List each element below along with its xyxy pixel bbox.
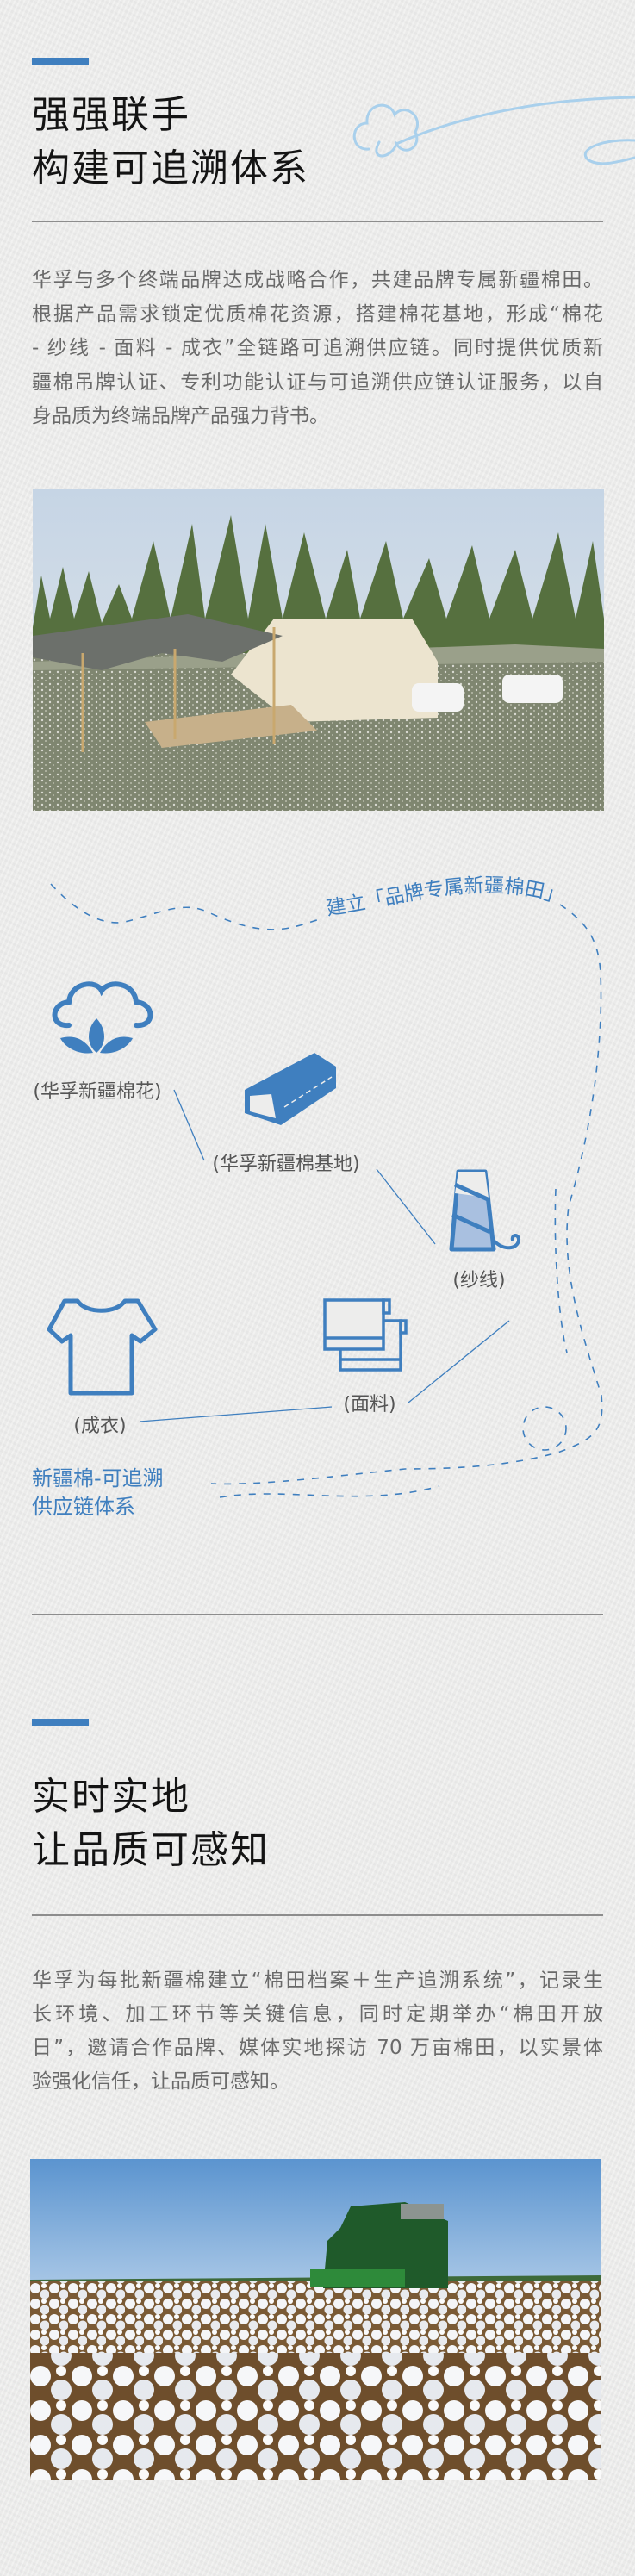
diagram-caption: 新疆棉-可追溯 供应链体系 — [32, 1465, 164, 1521]
paragraph-line: 根据产品需求锁定优质棉花资源，搭建棉花基地，形成“棉花 — [32, 302, 603, 326]
paragraph-line: 身品质为终端品牌产品强力背书。 — [32, 405, 329, 427]
cotton-base-barn-icon — [245, 1053, 336, 1125]
paragraph-line: 日”，邀请合作品牌、媒体实地探访 70 万亩棉田，以实景体 — [32, 2037, 603, 2059]
paragraph-line: 长环境、加工环节等关键信息，同时定期举办“棉田开放 — [32, 2003, 603, 2025]
accent-bar — [32, 58, 89, 65]
section1-title: 强强联手 构建可追溯体系 — [32, 89, 309, 196]
caption-line: 新疆棉-可追溯 — [32, 1466, 164, 1490]
divider — [32, 1614, 603, 1615]
node-label-base: (华孚新疆棉基地) — [212, 1154, 360, 1175]
paragraph-line: 华孚与多个终端品牌达成战略合作，共建品牌专属新疆棉田。 — [32, 269, 603, 291]
node-label-garment: (成衣) — [73, 1416, 127, 1437]
divider — [32, 221, 603, 222]
title-line: 强强联手 — [32, 93, 190, 137]
arc-label: 建立「品牌专属新疆棉田」 — [325, 874, 567, 920]
cotton-field-tent-photo — [33, 489, 604, 811]
garment-tshirt-icon — [47, 1298, 158, 1396]
supply-chain-diagram: 建立「品牌专属新疆棉田」 — [47, 874, 603, 1498]
node-label-fabric: (面料) — [343, 1394, 396, 1416]
cotton-harvest-photo — [30, 2159, 601, 2480]
cotton-picker — [310, 2202, 448, 2288]
fabric-rolls-icon — [323, 1298, 408, 1372]
connector-lines — [139, 1089, 510, 1422]
node-label-cotton: (华孚新疆棉花) — [33, 1081, 162, 1103]
paragraph-line: 验强化信任，让品质可感知。 — [32, 2070, 289, 2093]
title-line: 实时实地 — [32, 1775, 190, 1819]
paragraph-line: - 纱线 - 面料 - 成衣”全链路可追溯供应链。同时提供优质新 — [32, 337, 603, 359]
cotton-flower-icon — [52, 981, 153, 1054]
node-label-yarn: (纱线) — [452, 1270, 506, 1291]
cloud-doodle-icon — [352, 96, 635, 165]
divider — [32, 1914, 603, 1916]
paragraph-line: 华孚为每批新疆棉建立“棉田档案＋生产追溯系统”，记录生 — [32, 1969, 603, 1992]
caption-line: 供应链体系 — [32, 1495, 135, 1519]
accent-bar — [32, 1719, 89, 1726]
section2-paragraph: 华孚为每批新疆棉建立“棉田档案＋生产追溯系统”，记录生 长环境、加工环节等关键信… — [32, 1964, 603, 2099]
paragraph-line: 疆棉吊牌认证、专利功能认证与可追溯供应链认证服务，以自 — [32, 370, 603, 394]
title-line: 构建可追溯体系 — [32, 146, 309, 190]
dashed-route — [50, 883, 603, 1498]
section1-paragraph: 华孚与多个终端品牌达成战略合作，共建品牌专属新疆棉田。 根据产品需求锁定优质棉花… — [32, 264, 603, 434]
section2-title: 实时实地 让品质可感知 — [32, 1770, 270, 1877]
yarn-cone-icon — [449, 1169, 521, 1252]
title-line: 让品质可感知 — [32, 1828, 270, 1872]
